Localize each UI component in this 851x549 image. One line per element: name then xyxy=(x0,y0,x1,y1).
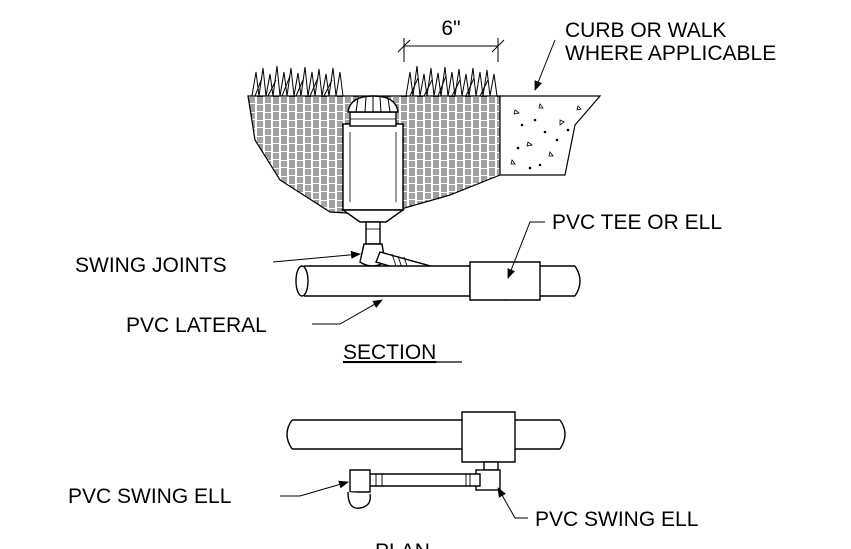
curb-label-line1: CURB OR WALK xyxy=(565,19,726,42)
curb-label-line2: WHERE APPLICABLE xyxy=(565,42,776,65)
pvc-tee-label: PVC TEE OR ELL xyxy=(552,211,722,234)
swing-ell-right-label: PVC SWING ELL xyxy=(535,508,698,531)
section-view xyxy=(247,38,602,325)
sprinkler-head xyxy=(340,95,406,223)
grass-left xyxy=(251,65,344,97)
swing-ell-left-label: PVC SWING ELL xyxy=(68,485,231,508)
pvc-lateral-pipe xyxy=(295,261,581,301)
pvc-lateral-label: PVC LATERAL xyxy=(126,314,267,337)
concrete-stipple xyxy=(510,103,582,170)
dimension-label: 6" xyxy=(441,17,460,40)
plan-leaders xyxy=(280,480,528,519)
section-title: SECTION xyxy=(343,341,436,364)
section-leaders xyxy=(272,39,556,325)
plan-title: PLAN xyxy=(375,540,430,549)
dimension-6in xyxy=(397,38,505,62)
swing-joints-label: SWING JOINTS xyxy=(75,254,227,277)
plan-view xyxy=(286,411,566,509)
grass-right xyxy=(405,65,498,97)
curb-concrete xyxy=(499,95,602,176)
